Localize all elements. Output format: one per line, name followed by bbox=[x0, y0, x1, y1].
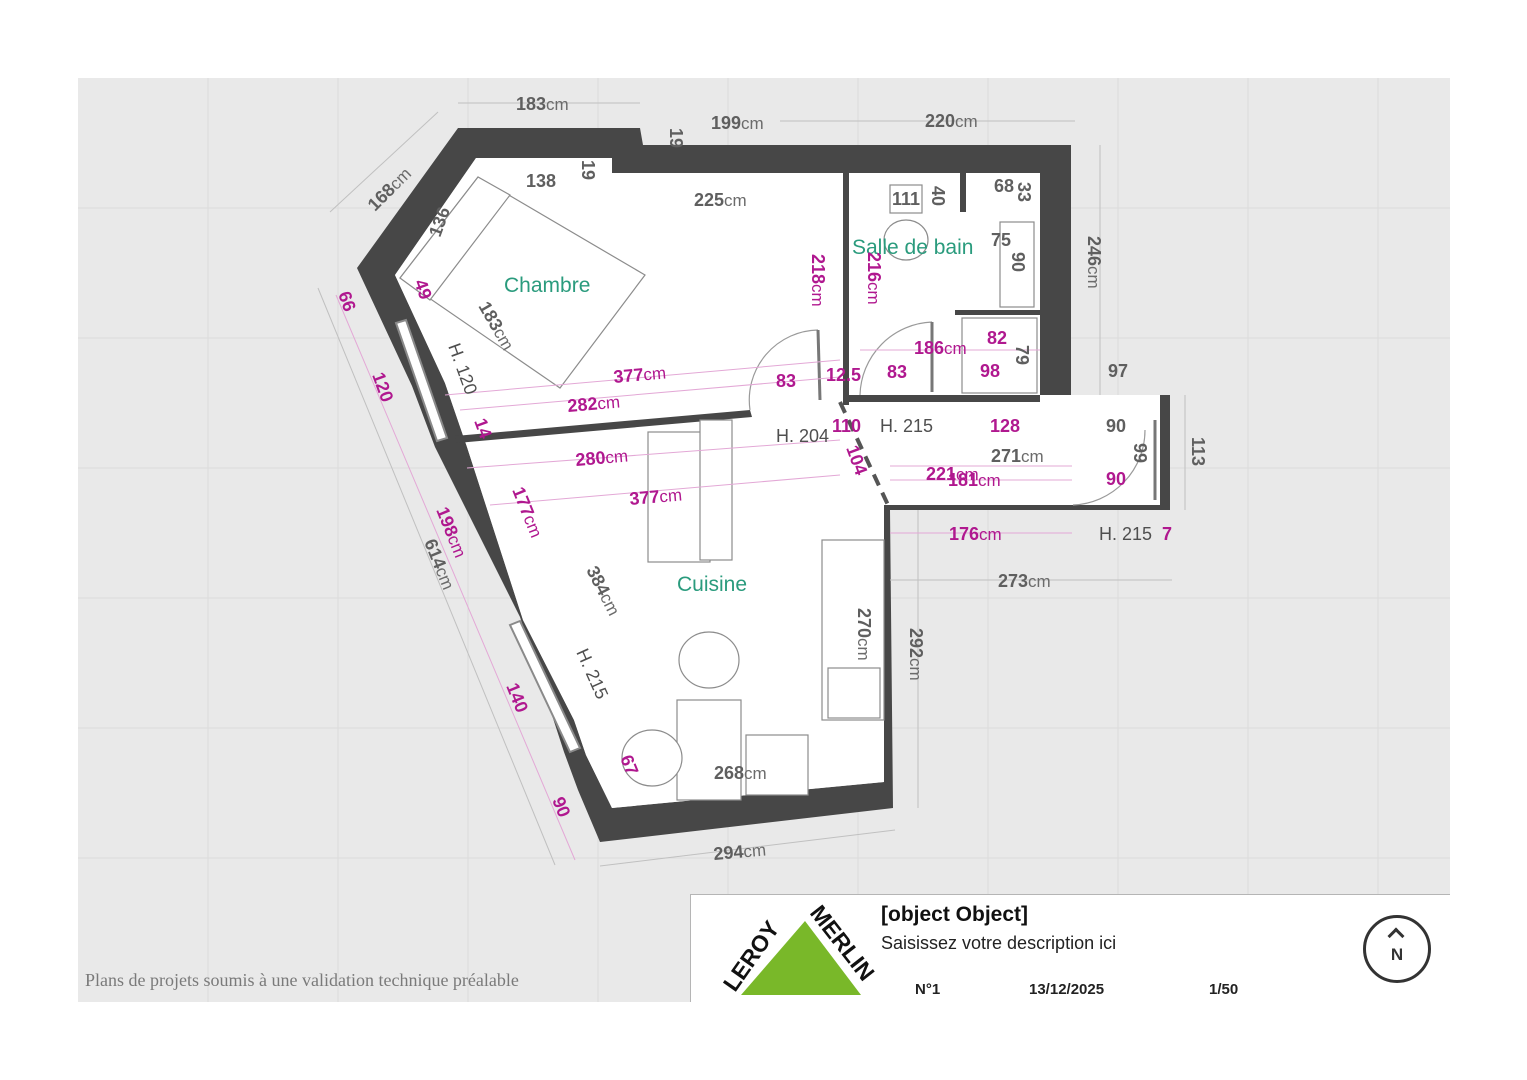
dim-220: 220cm bbox=[925, 111, 978, 131]
dim-181: 181cm bbox=[948, 470, 1001, 490]
dim-75: 75 bbox=[991, 230, 1011, 250]
dim-90-sdb: 90 bbox=[1008, 252, 1028, 272]
north-compass-icon: N bbox=[1363, 915, 1431, 983]
kitchen-sink bbox=[827, 667, 881, 719]
dim-128: 128 bbox=[990, 416, 1020, 436]
dim-377-top: 377cm bbox=[613, 362, 667, 387]
dim-218: 218cm bbox=[808, 254, 828, 307]
dim-273: 273cm bbox=[998, 571, 1051, 591]
height-door-kitchen: H. 204 bbox=[776, 426, 829, 446]
kitchen-cabinet bbox=[745, 734, 809, 796]
door-swings bbox=[748, 321, 1157, 506]
exterior-walls bbox=[357, 128, 1170, 842]
toilet-bowl bbox=[883, 219, 929, 261]
room-label-cuisine: Cuisine bbox=[677, 573, 747, 596]
dim-90-hall2: 90 bbox=[1106, 469, 1126, 489]
chair-1 bbox=[678, 631, 740, 689]
dim-221: 221cm bbox=[926, 464, 979, 484]
sofa-back bbox=[699, 419, 733, 561]
dim-216: 216cm bbox=[864, 252, 884, 305]
dim-113: 113 bbox=[1188, 437, 1208, 466]
dim-294: 294cm bbox=[713, 839, 767, 864]
dim-225: 225cm bbox=[694, 190, 747, 210]
plan-date: 13/12/2025 bbox=[1029, 981, 1105, 998]
dim-270: 270cm bbox=[854, 608, 874, 661]
compass-label: N bbox=[1390, 945, 1404, 964]
dim-186: 186cm bbox=[914, 338, 967, 358]
room-label-salle-de-bain: Salle de bain bbox=[852, 236, 973, 259]
dim-183-top: 183cm bbox=[516, 94, 569, 114]
dim-292: 292cm bbox=[906, 628, 926, 681]
dim-268: 268cm bbox=[714, 763, 767, 783]
disclaimer-text: Plans de projets soumis à une validation… bbox=[85, 970, 519, 990]
title-block: LEROY MERLIN [object Object] Saisissez v… bbox=[690, 894, 1450, 1002]
north-arrow-icon bbox=[1387, 927, 1405, 945]
washbasin bbox=[999, 221, 1035, 308]
dim-377-bottom: 377cm bbox=[629, 484, 683, 509]
dim-79: 79 bbox=[1012, 345, 1032, 365]
dim-99: 99 bbox=[1130, 443, 1150, 463]
dim-138: 138 bbox=[526, 171, 556, 191]
dim-83-right: 83 bbox=[887, 362, 907, 382]
toilet-tank bbox=[889, 184, 923, 214]
dim-280: 280cm bbox=[575, 445, 629, 470]
dim-90-hall: 90 bbox=[1106, 416, 1126, 436]
chair-2 bbox=[621, 729, 683, 787]
dim-176: 176cm bbox=[949, 524, 1002, 544]
document-description[interactable]: Saisissez votre description ici bbox=[881, 933, 1117, 953]
dim-7: 7 bbox=[1162, 524, 1172, 544]
dim-40: 40 bbox=[928, 186, 948, 206]
dimension-lines-magenta bbox=[335, 294, 1072, 861]
shower bbox=[961, 317, 1038, 394]
furniture bbox=[399, 176, 1038, 801]
interior-walls bbox=[455, 173, 1040, 443]
leroy-merlin-logo: LEROY MERLIN bbox=[718, 900, 877, 996]
windows bbox=[394, 318, 582, 754]
dim-98: 98 bbox=[980, 361, 1000, 381]
height-door-hall: H. 215 bbox=[880, 416, 933, 436]
table bbox=[676, 699, 742, 801]
dim-68: 68 bbox=[994, 176, 1014, 196]
dim-19-inner: 19 bbox=[578, 160, 598, 180]
dim-111: 111 bbox=[892, 189, 920, 209]
dim-271: 271cm bbox=[991, 446, 1044, 466]
bed-headboard bbox=[399, 176, 511, 301]
dimension-lines bbox=[317, 102, 1186, 867]
dim-12-5: 12.5 bbox=[826, 365, 861, 385]
dim-19-top: 19 bbox=[666, 128, 686, 148]
dim-83-left: 83 bbox=[776, 371, 796, 391]
dim-246: 246cm bbox=[1084, 236, 1104, 289]
logo-green-triangle bbox=[741, 921, 861, 995]
height-door-entrance: H. 215 bbox=[1099, 524, 1152, 544]
dimension-labels-gray: 183cm 199cm 220cm 19 168cm 138 19 225cm … bbox=[364, 94, 1208, 864]
dim-282: 282cm bbox=[567, 391, 621, 416]
plan-scale: 1/50 bbox=[1209, 981, 1239, 998]
plan-number: N°1 bbox=[915, 981, 941, 998]
dim-110: 110 bbox=[832, 416, 861, 436]
dim-97: 97 bbox=[1108, 361, 1128, 381]
dim-33: 33 bbox=[1014, 182, 1034, 202]
dim-82: 82 bbox=[987, 328, 1007, 348]
dim-199: 199cm bbox=[711, 113, 764, 133]
document-title[interactable]: [object Object] bbox=[881, 903, 1029, 926]
room-label-chambre: Chambre bbox=[504, 274, 590, 297]
